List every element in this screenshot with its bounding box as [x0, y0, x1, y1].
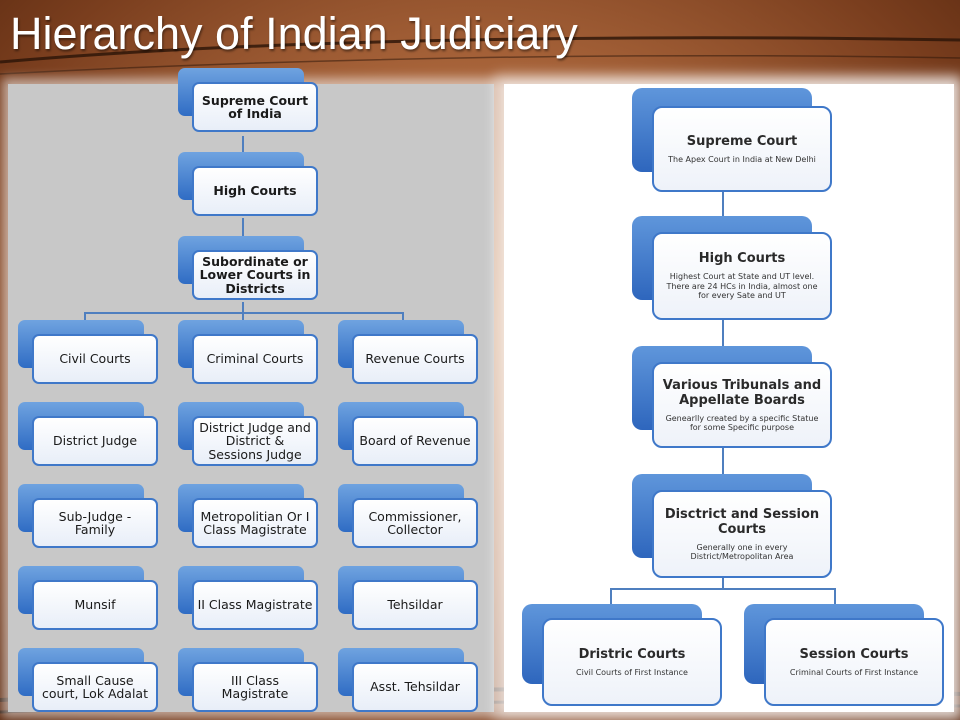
box-revenue-courts: Revenue Courts: [338, 320, 478, 384]
connector: [242, 302, 244, 312]
box-subordinate-courts: Subordinate or Lower Courts in Districts: [178, 236, 318, 300]
left-hierarchy-panel: Supreme Court of India High Courts Subor…: [8, 68, 494, 712]
connector: [722, 188, 724, 232]
box-munsif: Munsif: [18, 566, 158, 630]
box-tehsildar: Tehsildar: [338, 566, 478, 630]
level-description: Highest Court at State and UT level. The…: [666, 272, 818, 301]
connector: [402, 312, 404, 320]
box-sub-judge: Sub-Judge - Family: [18, 484, 158, 548]
connector: [84, 312, 86, 320]
box-commissioner-collector: Commissioner, Collector: [338, 484, 478, 548]
connector: [722, 576, 724, 588]
box-civil-courts: Civil Courts: [18, 320, 158, 384]
box-metropolitan-magistrate: Metropolitian Or I Class Magistrate: [178, 484, 318, 548]
box-criminal-courts: Criminal Courts: [178, 320, 318, 384]
connector: [722, 318, 724, 348]
branch-description: Criminal Courts of First Instance: [789, 667, 919, 677]
box-asst-tehsildar: Asst. Tehsildar: [338, 648, 478, 712]
slide-title: Hierarchy of Indian Judiciary: [10, 8, 578, 59]
branch-description: Civil Courts of First Instance: [576, 667, 688, 677]
connector: [722, 446, 724, 476]
level-description: The Apex Court in India at New Delhi: [668, 154, 816, 164]
box-iii-class-magistrate: III Class Magistrate: [178, 648, 318, 712]
box-supreme-court: Supreme Court of India: [178, 68, 318, 132]
level-title: Supreme Court: [686, 133, 798, 149]
right-hierarchy-panel: Supreme Court The Apex Court in India at…: [504, 84, 954, 712]
level-description: Generally one in every District/Metropol…: [690, 542, 794, 562]
connector: [834, 588, 836, 604]
box-district-judge: District Judge: [18, 402, 158, 466]
box-ii-class-magistrate: II Class Magistrate: [178, 566, 318, 630]
connector: [242, 312, 244, 320]
level-title: High Courts: [698, 251, 786, 267]
connector: [84, 312, 404, 314]
level-title: Disctrict and Session Courts: [664, 506, 820, 537]
connector: [242, 218, 244, 236]
level-description: Genearlly created by a specific Statue f…: [665, 413, 819, 433]
connector: [242, 136, 244, 152]
box-district-sessions-judge: District Judge and District & Sessions J…: [178, 402, 318, 466]
branch-title: Session Courts: [799, 646, 909, 662]
connector: [610, 588, 612, 604]
connector: [610, 588, 836, 590]
box-high-courts: High Courts: [178, 152, 318, 216]
box-board-of-revenue: Board of Revenue: [338, 402, 478, 466]
level-title: Various Tribunals and Appellate Boards: [662, 377, 822, 408]
branch-title: Dristric Courts: [578, 646, 686, 662]
box-small-cause-court: Small Cause court, Lok Adalat: [18, 648, 158, 712]
